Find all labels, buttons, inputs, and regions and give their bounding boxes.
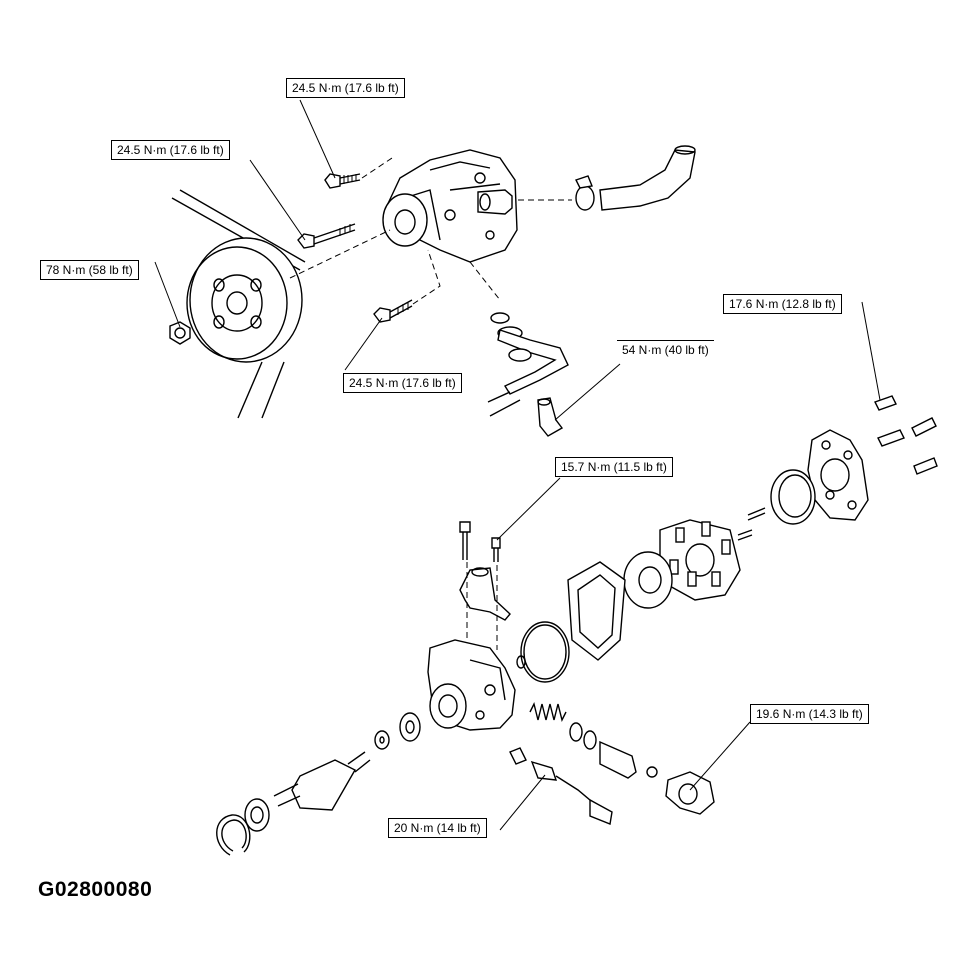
rotor-vanes: [659, 519, 741, 601]
leader-lines: [154, 99, 881, 831]
washer: [374, 730, 390, 750]
torque-callout-5: 54 N·m (40 lb ft): [617, 340, 714, 359]
snap-ring: [216, 814, 251, 856]
flow-control-spring: [529, 701, 567, 723]
suction-hose: [599, 145, 696, 211]
plug: [665, 771, 715, 815]
torque-callout-3: 78 N·m (58 lb ft): [40, 260, 139, 280]
torque-callout-1: 24.5 N·m (17.6 lb ft): [286, 78, 405, 98]
cam-ring: [770, 469, 816, 525]
gasket: [567, 561, 626, 661]
rear-cover: [807, 429, 869, 521]
torque-callout-7: 15.7 N·m (11.5 lb ft): [555, 457, 673, 477]
front-side-plate: [623, 551, 673, 609]
hose-clamp: [575, 175, 595, 211]
o-ring-small: [516, 655, 526, 669]
pump-outlet-fitting: [477, 189, 513, 215]
torque-callout-9: 20 N·m (14 lb ft): [388, 818, 487, 838]
bracket-bolts: [459, 521, 501, 562]
torque-callout-6: 17.6 N·m (12.8 lb ft): [723, 294, 842, 314]
torque-callout-8: 19.6 N·m (14.3 lb ft): [750, 704, 869, 724]
oil-seal: [399, 712, 421, 742]
figure-id: G02800080: [38, 878, 153, 901]
shaft: [273, 751, 371, 811]
pulley: [186, 237, 303, 363]
torque-callout-4: 24.5 N·m (17.6 lb ft): [343, 373, 462, 393]
torque-callout-2: 24.5 N·m (17.6 lb ft): [111, 140, 230, 160]
pressure-hose: [487, 312, 569, 417]
pulley-nut: [169, 321, 191, 345]
pump-body: [382, 149, 518, 263]
pump-housing: [427, 639, 516, 731]
bearing: [244, 798, 270, 832]
o-ring-large: [520, 621, 570, 683]
sensor-switch: [509, 747, 613, 825]
union-bolt: [537, 397, 564, 437]
dowel-pins: [737, 507, 766, 541]
rear-cover-bolts: [874, 395, 938, 475]
flow-control-valve: [569, 722, 658, 779]
pump-bolts: [297, 157, 413, 323]
